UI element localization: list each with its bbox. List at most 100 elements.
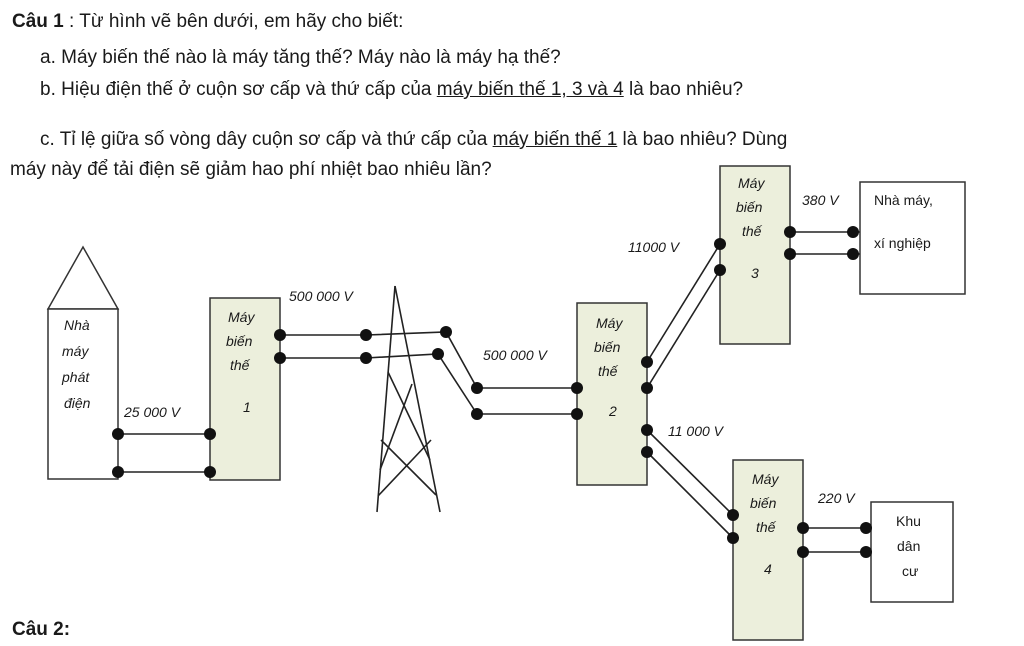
question-1b-pre: b. Hiệu điện thế ở cuộn sơ cấp và thứ cấ… bbox=[40, 79, 437, 100]
transformer-3-number: 3 bbox=[751, 265, 759, 281]
terminal-dot bbox=[797, 546, 809, 558]
terminal-dot bbox=[112, 466, 124, 478]
terminals bbox=[112, 226, 872, 558]
question-2-label: Câu 2: bbox=[12, 618, 70, 642]
transformer-2-word-1: Máy bbox=[596, 315, 623, 331]
transformer-1-word-2: biến bbox=[226, 333, 253, 349]
residential-area: Khu dân cư bbox=[870, 501, 954, 603]
power-plant-roof bbox=[46, 245, 120, 310]
terminal-dot bbox=[571, 382, 583, 394]
transmission-tower bbox=[376, 285, 441, 513]
terminal-dot bbox=[847, 226, 859, 238]
transformer-2-number: 2 bbox=[608, 403, 617, 419]
wire-t2-t4-upper bbox=[646, 429, 734, 516]
power-plant-body bbox=[47, 308, 119, 480]
voltage-label-220: 220 V bbox=[817, 490, 856, 506]
transformer-4-word-3: thế bbox=[756, 519, 777, 535]
transformer-4: Máy biến thế 4 bbox=[732, 459, 804, 641]
terminal-dot bbox=[274, 329, 286, 341]
transformer-3-word-1: Máy bbox=[738, 175, 765, 191]
factory-box bbox=[859, 181, 966, 295]
tower-leg-left bbox=[376, 285, 396, 513]
terminal-dot bbox=[471, 408, 483, 420]
transformer-4-box bbox=[732, 459, 804, 641]
question-1b-underlined: máy biến thế 1, 3 và 4 bbox=[436, 79, 624, 100]
terminal-dot bbox=[641, 356, 653, 368]
terminal-dot bbox=[797, 522, 809, 534]
transformer-2-word-2: biến bbox=[594, 339, 621, 355]
transformer-1-word-3: thế bbox=[230, 357, 251, 373]
voltage-label-500000-a: 500 000 V bbox=[289, 288, 354, 304]
factory-label-1: Nhà máy, bbox=[874, 192, 933, 208]
transformer-3-box bbox=[719, 165, 791, 345]
question-1-label: Câu 1 bbox=[12, 11, 64, 32]
terminal-dot bbox=[714, 238, 726, 250]
voltage-label-500000-b: 500 000 V bbox=[483, 347, 548, 363]
transformer-3-word-2: biến bbox=[736, 199, 763, 215]
voltage-label-11000-b: 11 000 V bbox=[668, 423, 725, 439]
tower-brace-4 bbox=[377, 439, 432, 497]
terminal-dot bbox=[641, 424, 653, 436]
question-1a: a. Máy biến thế nào là máy tăng thế? Máy… bbox=[40, 47, 561, 68]
transformer-1-word-1: Máy bbox=[228, 309, 255, 325]
question-1-intro-text: : Từ hình vẽ bên dưới, em hãy cho biết: bbox=[63, 11, 404, 32]
question-1c-pre: c. Tỉ lệ giữa số vòng dây cuộn sơ cấp và… bbox=[40, 129, 493, 150]
terminal-dot bbox=[727, 532, 739, 544]
power-plant-label-1: Nhà bbox=[64, 317, 90, 333]
terminal-dot bbox=[112, 428, 124, 440]
terminal-dot bbox=[440, 326, 452, 338]
terminal-dot bbox=[360, 329, 372, 341]
terminal-dot bbox=[860, 522, 872, 534]
question-1c-line2: máy này để tải điện sẽ giảm hao phí nhiệ… bbox=[10, 159, 492, 180]
terminal-dot bbox=[432, 348, 444, 360]
tower-brace-3 bbox=[380, 439, 437, 496]
question-1b-post: là bao nhiêu? bbox=[623, 79, 744, 100]
power-plant: Nhà máy phát điện bbox=[46, 245, 120, 480]
factory: Nhà máy, xí nghiệp bbox=[859, 181, 966, 295]
terminal-dot bbox=[784, 226, 796, 238]
residential-label-3: cư bbox=[902, 563, 918, 579]
transformer-3: Máy biến thế 3 bbox=[719, 165, 791, 345]
power-plant-label-4: điện bbox=[64, 395, 91, 411]
terminal-dot bbox=[727, 509, 739, 521]
terminal-dot bbox=[204, 428, 216, 440]
tower-leg-right bbox=[394, 285, 441, 513]
voltage-label-380: 380 V bbox=[802, 192, 840, 208]
question-2-head: Câu 2: bbox=[12, 619, 71, 640]
terminal-dot bbox=[641, 446, 653, 458]
question-1c: c. Tỉ lệ giữa số vòng dây cuộn sơ cấp và… bbox=[40, 128, 787, 152]
voltage-labels: 25 000 V 500 000 V 500 000 V 11000 V 11 … bbox=[123, 192, 856, 506]
transformer-1-box bbox=[209, 297, 281, 481]
voltage-label-25000: 25 000 V bbox=[123, 404, 182, 420]
residential-label-1: Khu bbox=[896, 513, 921, 529]
question-1b: b. Hiệu điện thế ở cuộn sơ cấp và thứ cấ… bbox=[40, 78, 743, 102]
question-1c-post: là bao nhiêu? Dùng bbox=[617, 129, 788, 150]
wire-t2-t3-upper bbox=[646, 243, 721, 363]
terminal-dot bbox=[471, 382, 483, 394]
terminal-dot bbox=[784, 248, 796, 260]
transformer-1-number: 1 bbox=[243, 399, 251, 415]
wire-t2-t4-lower bbox=[646, 451, 734, 539]
terminal-dot bbox=[860, 546, 872, 558]
terminal-dot bbox=[847, 248, 859, 260]
power-plant-label-2: máy bbox=[62, 343, 89, 359]
transformer-3-word-3: thế bbox=[742, 223, 763, 239]
question-1-intro: Câu 1 : Từ hình vẽ bên dưới, em hãy cho … bbox=[12, 10, 403, 34]
terminal-dot bbox=[274, 352, 286, 364]
power-plant-label-3: phát bbox=[61, 369, 90, 385]
voltage-label-11000-a: 11000 V bbox=[628, 239, 681, 255]
tower-brace-2 bbox=[379, 383, 413, 471]
transformer-4-word-1: Máy bbox=[752, 471, 779, 487]
terminal-dot bbox=[360, 352, 372, 364]
transformer-4-word-2: biến bbox=[750, 495, 777, 511]
terminal-dot bbox=[571, 408, 583, 420]
transformer-4-number: 4 bbox=[764, 561, 772, 577]
wire-t2-t3-lower bbox=[646, 269, 721, 389]
terminal-dot bbox=[204, 466, 216, 478]
terminal-dot bbox=[714, 264, 726, 276]
terminal-dot bbox=[641, 382, 653, 394]
factory-label-2: xí nghiệp bbox=[874, 235, 931, 251]
tower-brace-1 bbox=[387, 371, 431, 461]
transformer-1: Máy biến thế 1 bbox=[209, 297, 281, 481]
